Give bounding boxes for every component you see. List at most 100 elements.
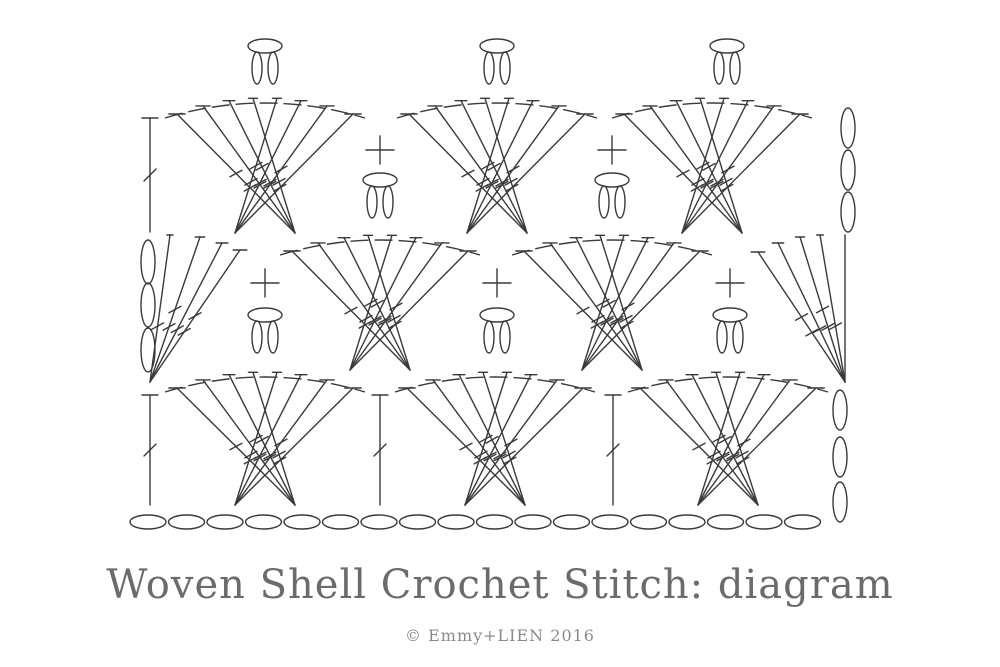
treble-stitch [466, 113, 586, 234]
treble-stitch [349, 236, 417, 371]
treble-stitch [681, 99, 749, 234]
chain-oval [832, 481, 848, 523]
treble-stitch [464, 387, 584, 506]
chain-oval [729, 51, 741, 85]
treble-stitch [252, 97, 296, 234]
treble-stitch [697, 373, 765, 506]
treble-stitch [202, 105, 296, 234]
treble-stitch [234, 373, 302, 506]
chain-oval [483, 51, 495, 85]
single-crochet [597, 135, 627, 165]
chain-loop [594, 172, 630, 219]
edge-stitch [141, 117, 159, 233]
chain-oval [709, 38, 745, 54]
treble-stitch [581, 236, 649, 371]
half-shell-right [750, 234, 846, 383]
treble-stitch [317, 242, 411, 371]
chain-oval [499, 51, 511, 85]
chain-oval [366, 185, 378, 219]
treble-stitch [649, 105, 743, 234]
treble-stitch [482, 371, 526, 506]
chain-oval [668, 514, 706, 530]
single-crochet [250, 268, 280, 298]
treble-stitch [349, 250, 469, 371]
half-shell-left [140, 234, 248, 383]
chain-loop [479, 38, 515, 85]
treble-stitch [234, 99, 302, 234]
treble-stitch [697, 387, 817, 506]
chain-oval [732, 320, 744, 354]
chain-oval [251, 51, 263, 85]
shell-row-3 [164, 97, 366, 234]
chain-arc [511, 239, 713, 256]
chain-oval [499, 320, 511, 354]
chain-oval [206, 514, 244, 530]
chain-oval [140, 282, 156, 328]
chain-oval [360, 514, 398, 530]
chain-oval [437, 514, 475, 530]
chain-oval [479, 307, 515, 323]
chain-oval [706, 514, 745, 530]
shell-row-1 [394, 371, 596, 506]
chain-oval [247, 307, 283, 323]
chain-oval [514, 514, 552, 530]
treble-stitch [581, 250, 701, 371]
chain-loop [247, 38, 283, 85]
chain-oval [552, 514, 591, 530]
single-crochet [365, 135, 395, 165]
chain-arc [164, 376, 366, 393]
chain-arc [611, 102, 813, 119]
shell-row-1 [627, 371, 829, 506]
chain-oval [832, 389, 848, 431]
chain-oval [591, 514, 629, 530]
treble-stitch [484, 97, 528, 234]
chain-arc [279, 239, 481, 256]
chain-oval [140, 239, 156, 285]
shell-row-2 [511, 234, 713, 371]
treble-stitch [715, 371, 759, 506]
chain-oval [483, 320, 495, 354]
chain-arc [394, 376, 596, 393]
chain-oval [244, 514, 283, 530]
chain-arc [396, 102, 598, 119]
shell-row-2 [279, 234, 481, 371]
treble-stitch [699, 97, 743, 234]
treble-stitch [149, 234, 171, 383]
chain-loop [479, 307, 515, 354]
chain-oval [832, 436, 848, 478]
chain-oval [267, 320, 279, 354]
chain-oval [594, 172, 630, 188]
copyright-credit: © Emmy+LIEN 2016 [405, 626, 595, 645]
foundation-chain [129, 514, 822, 530]
treble-stitch [432, 379, 526, 506]
treble-stitch [464, 373, 532, 506]
chain-arc [164, 102, 366, 119]
chain-oval [716, 320, 728, 354]
chain-oval [140, 327, 156, 373]
shell-row-3 [396, 97, 598, 234]
treble-stitch [549, 242, 643, 371]
chain-oval [398, 514, 437, 530]
treble-stitch [149, 242, 223, 383]
chain-oval [614, 185, 626, 219]
chain-oval [783, 514, 822, 530]
treble-stitch [202, 379, 296, 506]
treble-stitch [819, 234, 846, 383]
turning-chain [840, 107, 856, 233]
treble-stitch [434, 105, 528, 234]
chain-oval [745, 514, 783, 530]
chain-oval [283, 514, 321, 530]
treble-stitch [599, 234, 643, 371]
treble-stitch [234, 387, 354, 506]
chain-loop [362, 172, 398, 219]
turning-chain [832, 389, 848, 523]
chain-loop [709, 38, 745, 85]
treble-stitch [367, 234, 411, 371]
chain-oval [712, 307, 748, 323]
chain-oval [247, 38, 283, 54]
chain-oval [598, 185, 610, 219]
chain-oval [475, 514, 514, 530]
shell-row-3 [611, 97, 813, 234]
chain-oval [840, 149, 856, 191]
